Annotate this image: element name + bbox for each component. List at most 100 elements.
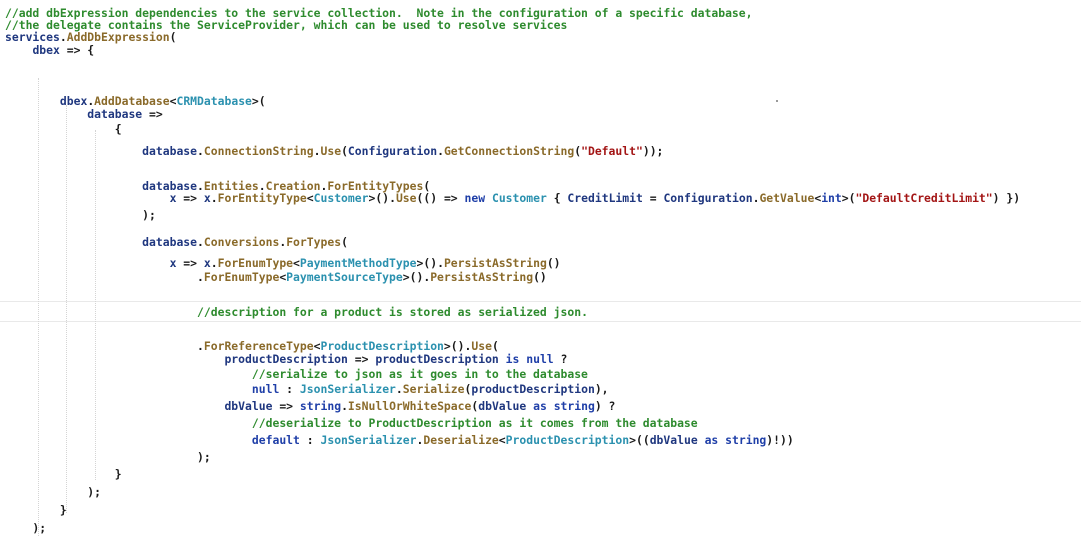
plain-token: );: [5, 521, 47, 535]
code-line: );: [5, 209, 156, 222]
plain-token: .: [197, 179, 204, 193]
identifier-token: productDescription: [224, 352, 348, 366]
member-token: ConnectionString: [203, 144, 314, 158]
plain-token: ),: [594, 382, 609, 396]
plain-token: [5, 305, 197, 319]
code-line: database.ConnectionString.Use(Configurat…: [5, 145, 663, 158]
keyword-token: is: [505, 352, 520, 366]
identifier-token: dbValue: [224, 399, 273, 413]
identifier-token: dbValue: [478, 399, 527, 413]
plain-token: <: [279, 270, 287, 284]
plain-token: => {: [59, 43, 95, 57]
code-line: dbex.AddDatabase<CRMDatabase>(: [5, 95, 266, 108]
plain-token: );: [5, 450, 211, 464]
comment-token: //serialize to json as it goes in to the…: [251, 367, 588, 381]
plain-token: );: [5, 208, 156, 222]
code-line: );: [5, 451, 211, 464]
plain-token: [5, 43, 32, 57]
member-token: PersistAsString: [443, 256, 547, 270]
code-line: database =>: [5, 107, 163, 121]
member-token: ForEntityTypes: [327, 179, 424, 193]
plain-token: (: [341, 235, 348, 249]
plain-token: :: [299, 433, 321, 447]
member-token: GetValue: [759, 191, 815, 205]
member-token: Use: [471, 339, 492, 353]
keyword-token: null: [251, 382, 280, 396]
identifier-token: x: [203, 256, 211, 270]
identifier-token: database: [142, 179, 198, 193]
code-line: default : JsonSerializer.Deserialize<Pro…: [5, 434, 794, 447]
plain-token: .: [320, 179, 328, 193]
member-token: IsNullOrWhiteSpace: [347, 399, 472, 413]
plain-token: <: [498, 433, 506, 447]
type-token: CRMDatabase: [176, 94, 252, 108]
code-line: database.Conversions.ForTypes(: [5, 236, 348, 249]
code-line: //add dbExpression dependencies to the s…: [5, 7, 753, 20]
code-line: dbValue => string.IsNullOrWhiteSpace(dbV…: [5, 400, 615, 413]
string-token: "Default": [581, 144, 643, 158]
type-token: Customer: [313, 191, 369, 205]
keyword-token: default: [251, 433, 300, 447]
member-token: Conversions: [203, 235, 280, 249]
indent-guide: [95, 130, 96, 480]
identifier-token: dbex: [59, 94, 88, 108]
identifier-token: database: [142, 144, 198, 158]
plain-token: (: [574, 144, 582, 158]
keyword-token: as: [533, 399, 547, 413]
plain-token: [5, 367, 252, 381]
plain-token: <: [293, 256, 300, 270]
plain-token: .: [210, 256, 218, 270]
plain-token: =>: [142, 107, 163, 121]
plain-token: .: [313, 144, 321, 158]
plain-token: .: [279, 235, 287, 249]
plain-token: [5, 256, 170, 270]
identifier-token: services: [5, 30, 60, 44]
plain-token: )!)): [766, 433, 794, 447]
plain-token: [698, 433, 705, 447]
code-line: .ForEnumType<PaymentSourceType>().Persis…: [5, 271, 547, 284]
keyword-token: string: [725, 433, 767, 447]
code-line: .ForReferenceType<ProductDescription>().…: [5, 340, 499, 353]
member-token: ForEntityType: [217, 191, 307, 205]
identifier-token: Configuration: [663, 191, 753, 205]
plain-token: >().: [416, 256, 444, 270]
identifier-token: x: [169, 256, 177, 270]
member-token: ForEnumType: [217, 256, 294, 270]
plain-token: ?: [553, 352, 568, 366]
type-token: JsonSerializer: [299, 382, 396, 396]
plain-token: >().: [402, 270, 431, 284]
plain-token: .: [59, 30, 67, 44]
plain-token: .: [416, 433, 424, 447]
plain-token: (): [546, 256, 561, 270]
member-token: Use: [320, 144, 342, 158]
member-token: Use: [395, 191, 417, 205]
plain-token: =>: [176, 191, 204, 205]
plain-token: ));: [642, 144, 664, 158]
plain-token: :: [279, 382, 300, 396]
cursor-marker: [776, 100, 778, 102]
member-token: Serialize: [402, 382, 465, 396]
identifier-token: dbValue: [649, 433, 698, 447]
code-line: x => x.ForEnumType<PaymentMethodType>().…: [5, 257, 561, 270]
plain-token: (() =>: [416, 191, 465, 205]
plain-token: =>: [176, 256, 204, 270]
type-token: PaymentSourceType: [286, 270, 403, 284]
plain-token: >(: [251, 94, 266, 108]
code-line: {: [5, 123, 122, 136]
member-token: ForTypes: [286, 235, 342, 249]
code-line: database.Entities.Creation.ForEntityType…: [5, 180, 430, 193]
identifier-token: database: [142, 235, 198, 249]
plain-token: [485, 191, 492, 205]
member-token: AddDatabase: [94, 94, 170, 108]
plain-token: [5, 235, 142, 249]
code-line: services.AddDbExpression(: [5, 31, 176, 44]
plain-token: <: [306, 191, 314, 205]
code-line: x => x.ForEntityType<Customer>().Use(() …: [5, 192, 1020, 205]
plain-token: .: [87, 94, 95, 108]
identifier-token: Configuration: [347, 144, 438, 158]
code-line: productDescription => productDescription…: [5, 353, 567, 366]
identifier-token: productDescription: [375, 352, 499, 366]
member-token: ForEnumType: [203, 270, 280, 284]
plain-token: .: [197, 235, 204, 249]
